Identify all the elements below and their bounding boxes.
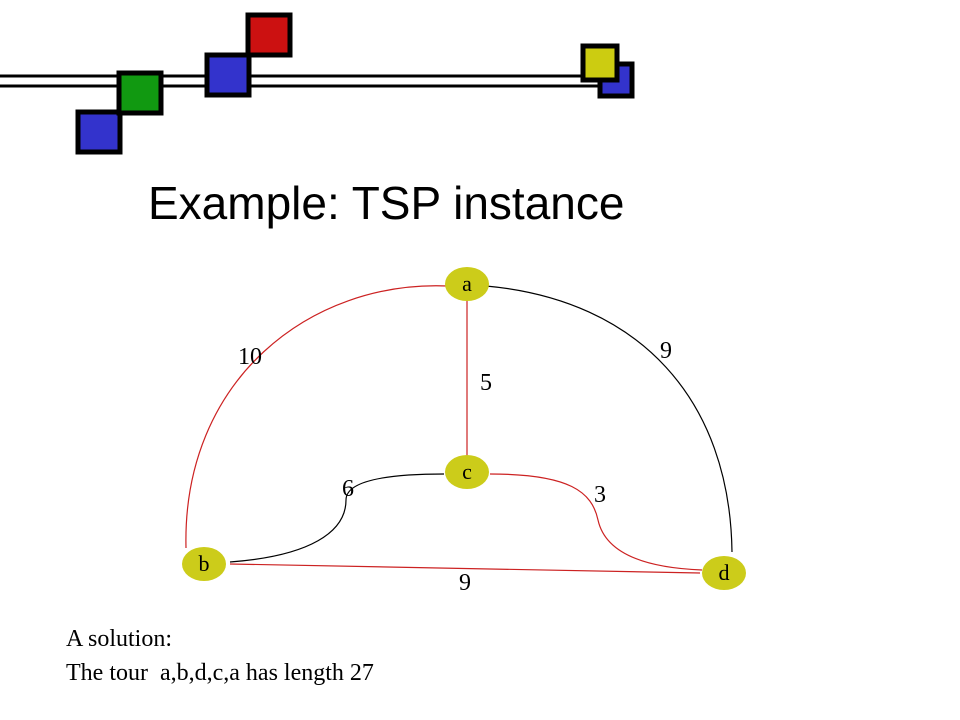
caption-line-2: The tour a,b,d,c,a has length 27 [66, 660, 374, 686]
header-decoration [0, 12, 635, 155]
edge-weight-a-b: 10 [238, 344, 262, 370]
node-d-circle [702, 556, 746, 590]
decor-square-yellow [580, 43, 620, 83]
edge-weight-c-d: 3 [594, 482, 606, 508]
edge-b-d [229, 563, 701, 574]
node-c: c [445, 455, 489, 489]
node-d: d [702, 556, 746, 590]
caption-line-1: A solution: [66, 626, 173, 652]
node-b: b [182, 547, 226, 581]
slide-title: Example: TSP instance [148, 177, 625, 229]
edge-b-c [229, 473, 445, 563]
decor-square-red [245, 12, 293, 58]
edge-weight-a-c: 5 [480, 370, 492, 396]
node-a-label: a [462, 271, 472, 296]
edge-weight-b-d: 9 [459, 570, 471, 596]
decor-square-green [116, 70, 164, 116]
decor-square-blue-2 [204, 52, 252, 98]
edge-c-d [489, 473, 703, 571]
edge-weight-b-c: 6 [342, 476, 354, 502]
edge-a-b [185, 285, 449, 549]
node-c-circle [445, 455, 489, 489]
node-a: a [445, 267, 489, 301]
node-d-label: d [719, 560, 730, 585]
solution-caption: A solution: The tour a,b,d,c,a has lengt… [66, 622, 374, 690]
edge-a-d [485, 285, 733, 553]
decor-square-blue-1 [75, 109, 123, 155]
edge-weight-a-d: 9 [660, 338, 672, 364]
node-a-circle [445, 267, 489, 301]
node-c-label: c [462, 459, 472, 484]
node-b-circle [182, 547, 226, 581]
node-b-label: b [199, 551, 210, 576]
